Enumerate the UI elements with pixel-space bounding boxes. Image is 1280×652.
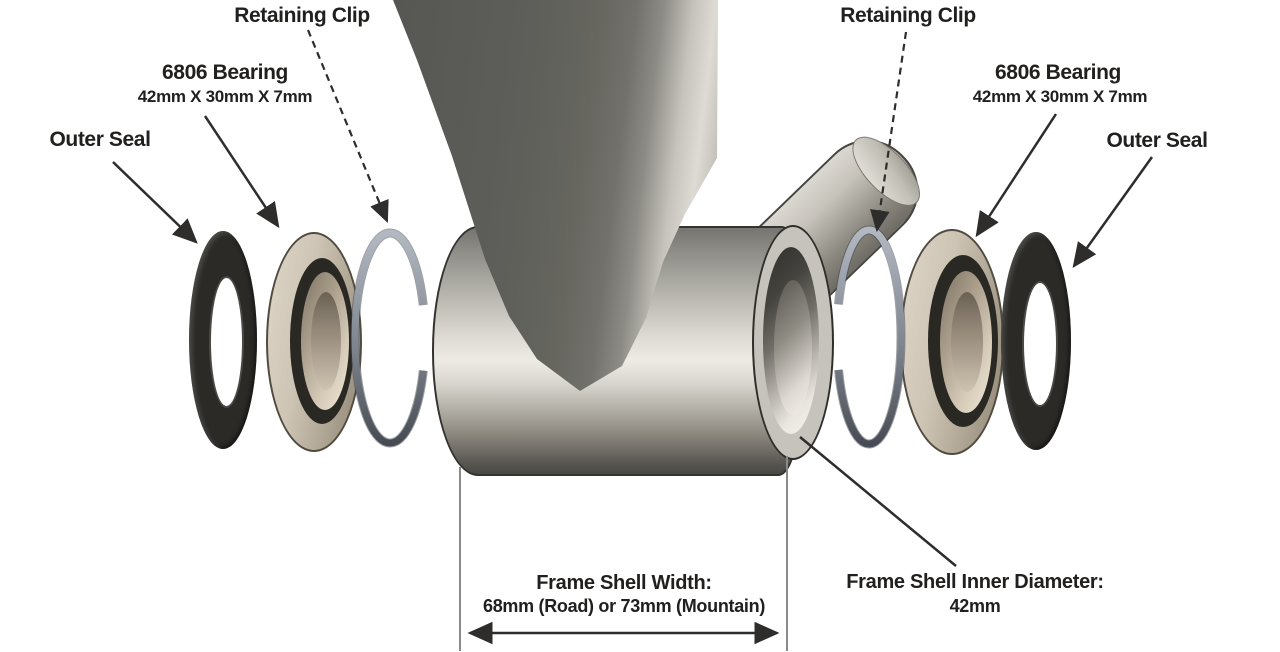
label-frame-shell-width-title: Frame Shell Width: (536, 572, 712, 594)
retaining-clip-left (351, 229, 429, 447)
label-outer-seal-left: Outer Seal (49, 128, 151, 151)
label-bearing-left-size: 42mm X 30mm X 7mm (137, 87, 313, 106)
leader-retaining-clip-right (870, 31, 908, 233)
label-retaining-clip-right: Retaining Clip (840, 4, 976, 27)
outer-seal-left-hole (209, 276, 244, 408)
label-frame-shell-inner-diameter-title: Frame Shell Inner Diameter: (846, 571, 1104, 593)
leader-outer-seal-right (1072, 156, 1154, 269)
label-bearing-right-title: 6806 Bearing (995, 61, 1121, 84)
bearing-left-bore (311, 292, 341, 390)
frame-shell-bore-wall (774, 280, 812, 415)
label-frame-shell-inner-diameter-value: 42mm (949, 596, 1001, 616)
leader-outer-seal-left (112, 161, 198, 244)
label-outer-seal-right: Outer Seal (1106, 129, 1208, 152)
label-bearing-left-title: 6806 Bearing (162, 61, 288, 84)
leader-inner-diameter (799, 436, 957, 567)
retaining-clip-right (833, 226, 905, 448)
label-bearing-right-size: 42mm X 30mm X 7mm (972, 87, 1148, 106)
leader-bearing-right (975, 113, 1058, 238)
leader-retaining-clip-left (306, 29, 389, 224)
label-frame-shell-width-value: 68mm (Road) or 73mm (Mountain) (482, 596, 766, 616)
outer-seal-right-hole (1022, 281, 1058, 407)
bearing-right-bore (951, 292, 983, 392)
label-retaining-clip-left: Retaining Clip (234, 4, 370, 27)
leader-bearing-left (203, 115, 280, 229)
